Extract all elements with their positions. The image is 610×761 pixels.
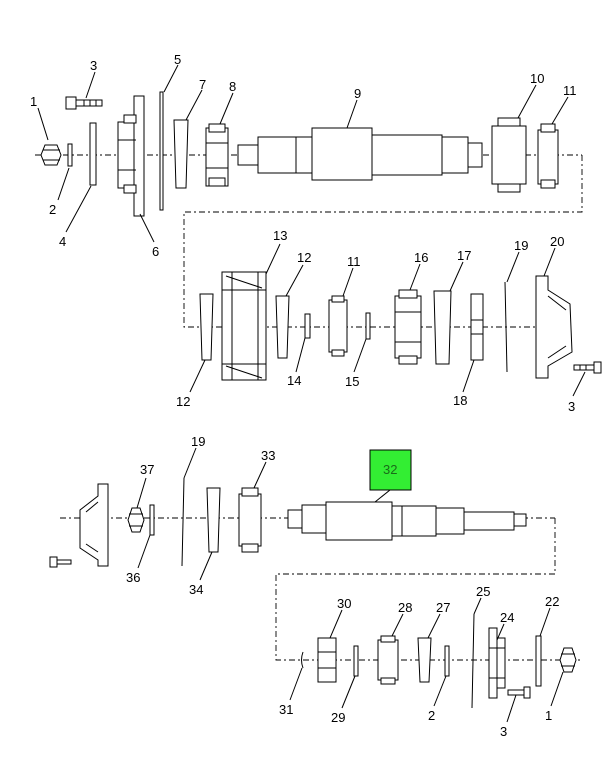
assembly-row-4 <box>301 613 577 709</box>
callout-20: 20 <box>550 234 564 249</box>
callout-31: 31 <box>279 702 293 717</box>
part-28-bearing-cone <box>377 635 399 685</box>
part-1-nut <box>40 144 62 166</box>
part-18-spacer-plate <box>470 293 484 361</box>
callout-37: 37 <box>140 462 154 477</box>
callout-6: 6 <box>152 244 159 259</box>
part-9-shaft <box>237 127 483 181</box>
part-19-gasket-row3 <box>181 477 185 567</box>
callout-1: 1 <box>30 94 37 109</box>
callout-8: 8 <box>229 79 236 94</box>
callout-18: 18 <box>453 393 467 408</box>
callout-22: 22 <box>545 594 559 609</box>
part-4-plate <box>89 122 97 186</box>
callout-25: 25 <box>476 584 490 599</box>
callout-19: 19 <box>514 238 528 253</box>
assembly-row-2 <box>199 271 602 381</box>
leader-lines <box>37 64 586 723</box>
callout-29: 29 <box>331 710 345 725</box>
part-2-washer-row4 <box>444 645 450 677</box>
callout-12: 12 <box>297 250 311 265</box>
callout-3-row4: 3 <box>500 724 507 739</box>
part-32-shaft <box>287 501 527 541</box>
part-3-bolt-row4 <box>507 686 531 699</box>
part-25-gasket <box>471 613 475 709</box>
callout-33: 33 <box>261 448 275 463</box>
callout-7: 7 <box>199 77 206 92</box>
callout-17: 17 <box>457 248 471 263</box>
part-6-flange <box>117 95 145 217</box>
callout-13: 13 <box>273 228 287 243</box>
part-37-nut <box>127 507 145 533</box>
callout-2-row4: 2 <box>428 708 435 723</box>
part-12-bearing-cup-right <box>275 295 290 359</box>
part-19-gasket <box>504 281 508 373</box>
highlight-box-32 <box>369 449 412 491</box>
callout-12-row2: 12 <box>176 394 190 409</box>
callout-14: 14 <box>287 373 301 388</box>
callout-32: 32 <box>383 462 397 477</box>
part-33-bearing-cone <box>238 487 262 553</box>
assembly-row-1 <box>35 91 583 328</box>
callout-1-row4: 1 <box>545 708 552 723</box>
callout-27: 27 <box>436 600 450 615</box>
part-24-flange <box>488 627 506 699</box>
part-22-washer <box>535 635 542 687</box>
part-13-gear <box>221 271 267 381</box>
part-8-bearing-cone <box>205 123 229 187</box>
part-30-block <box>317 637 337 683</box>
part-10-housing <box>491 117 527 193</box>
part-5-shim <box>159 91 164 211</box>
callout-19-row3: 19 <box>191 434 205 449</box>
part-1-nut-row4 <box>559 647 577 673</box>
part-29-washer <box>353 645 359 677</box>
part-2-washer <box>67 143 73 167</box>
part-17-bearing-cup <box>433 290 452 365</box>
part-bolt-left <box>49 556 72 568</box>
callout-11: 11 <box>563 83 577 98</box>
part-31-clip <box>301 651 304 669</box>
callout-28: 28 <box>398 600 412 615</box>
callout-3-row2: 3 <box>568 399 575 414</box>
callout-2: 2 <box>49 202 56 217</box>
part-14-spacer <box>304 313 311 339</box>
callout-4: 4 <box>59 234 66 249</box>
part-12-bearing-cup-left <box>199 293 214 361</box>
part-15-ring <box>365 312 371 340</box>
part-11-bearing-cone <box>537 123 559 189</box>
callout-24: 24 <box>500 610 514 625</box>
callout-labels: 1 2 3 4 5 6 7 8 9 10 11 13 12 11 16 17 1… <box>30 52 577 739</box>
part-34-bearing-cup <box>206 487 221 553</box>
callout-5: 5 <box>174 52 181 67</box>
part-16-bearing <box>394 289 422 365</box>
callout-34: 34 <box>189 582 203 597</box>
part-3-bolt-row2 <box>573 361 602 374</box>
part-7-bearing-cup <box>173 119 189 189</box>
part-cover-left <box>79 483 109 567</box>
callout-36: 36 <box>126 570 140 585</box>
part-36-washer <box>149 504 155 536</box>
callout-11-row2: 11 <box>347 254 361 269</box>
assembly-row-3 <box>49 449 580 661</box>
part-3-bolt <box>65 96 103 110</box>
part-11-bearing-cone-row2 <box>328 295 348 357</box>
callout-16: 16 <box>414 250 428 265</box>
callout-10: 10 <box>530 71 544 86</box>
part-20-cover <box>535 275 573 379</box>
part-27-bearing-cup <box>417 637 432 683</box>
callout-30: 30 <box>337 596 351 611</box>
callout-9: 9 <box>354 86 361 101</box>
callout-15: 15 <box>345 374 359 389</box>
callout-3: 3 <box>90 58 97 73</box>
